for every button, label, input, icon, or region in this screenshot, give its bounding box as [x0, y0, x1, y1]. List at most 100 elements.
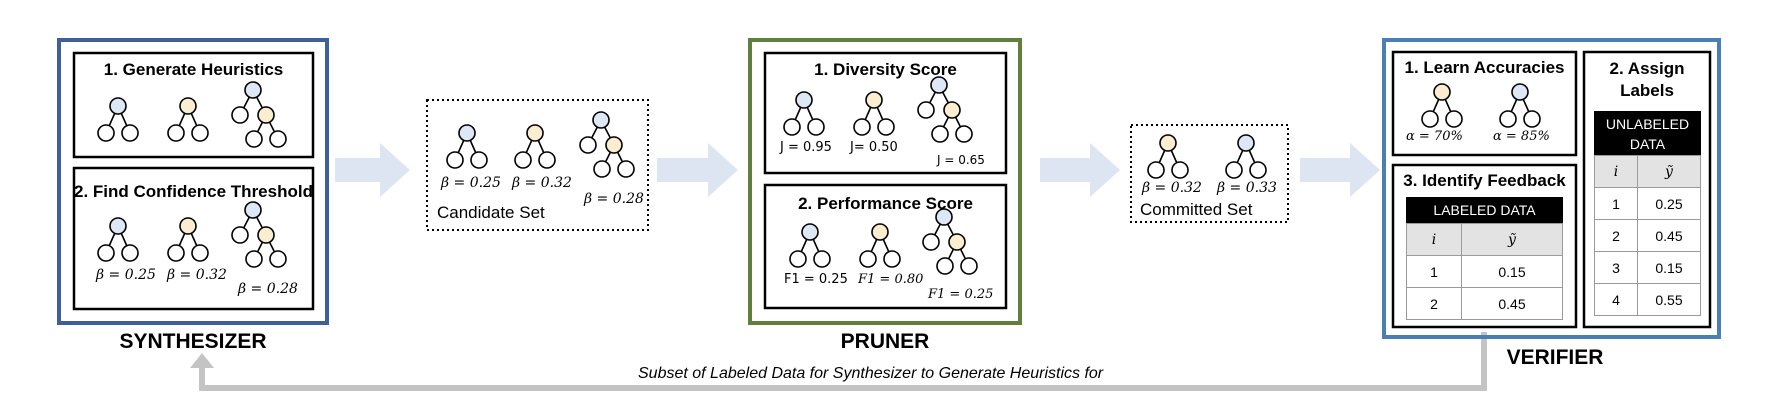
table-row: 1 0.15	[1406, 255, 1563, 288]
tree-node-icon	[1511, 83, 1529, 101]
tree-node-icon	[514, 151, 532, 169]
feedback-text: Subset of Labeled Data for Synthesizer t…	[638, 365, 1104, 382]
tree-node-icon	[179, 217, 197, 235]
verifier-box	[1382, 38, 1721, 339]
tree-node-icon	[1499, 110, 1517, 128]
tree-node-icon	[191, 244, 209, 262]
tree-node-icon	[592, 111, 610, 129]
pruner-step2-box	[763, 183, 1008, 310]
unlabeled-cell-y: 0.55	[1637, 283, 1701, 316]
large-tree-icon	[231, 81, 287, 148]
committed-beta-2: β = 0.33	[1217, 180, 1277, 196]
tree-node-icon	[871, 223, 889, 241]
labeled-data-table: LABELED DATA i ỹ 1 0.15 2 0.45	[1406, 197, 1563, 320]
verifier-alpha-2: α = 85%	[1493, 129, 1550, 144]
tree-node-icon	[244, 81, 262, 99]
table-row: 2 0.45	[1406, 287, 1563, 320]
tree-node-icon	[167, 124, 185, 142]
candidate-set-box	[426, 99, 649, 231]
tree-node-icon	[1147, 161, 1165, 179]
small-tree-icon	[1499, 83, 1541, 128]
small-tree-icon	[1225, 134, 1267, 179]
tree-node-icon	[1433, 83, 1451, 101]
feedback-arrow	[199, 332, 1487, 391]
tree-node-icon	[257, 226, 275, 244]
tree-node-icon	[930, 76, 948, 94]
tree-node-icon	[538, 151, 556, 169]
table-row: 4 0.55	[1594, 283, 1701, 316]
verifier-step2-title-line1: 2. Assign	[1609, 59, 1685, 78]
tree-node-icon	[1445, 110, 1463, 128]
tree-node-icon	[458, 124, 476, 142]
labeled-cell-y: 0.45	[1461, 287, 1563, 320]
tree-node-icon	[948, 233, 966, 251]
small-tree-icon	[514, 124, 556, 169]
synth-step1-box	[72, 51, 315, 159]
candidate-beta-3: β = 0.28	[584, 191, 644, 207]
tree-node-icon	[922, 233, 940, 251]
tree-node-icon	[943, 101, 961, 119]
verifier-alpha-1: α = 70%	[1406, 129, 1463, 144]
tree-node-icon	[935, 208, 953, 226]
committed-set-label: Committed Set	[1140, 200, 1253, 219]
tree-node-icon	[955, 125, 973, 143]
pruner-f1-2: F1 = 0.80	[858, 272, 924, 287]
candidate-beta-1: β = 0.25	[441, 175, 501, 191]
tree-node-icon	[167, 244, 185, 262]
unlabeled-header-line1: UNLABELED	[1605, 116, 1690, 132]
pruner-box	[748, 38, 1022, 325]
tree-node-icon	[936, 257, 954, 275]
unlabeled-data-header: UNLABELED DATA	[1594, 111, 1701, 155]
synth-step2-title: 2. Find Confidence Threshold	[74, 182, 313, 201]
unlabeled-cell-y: 0.15	[1637, 251, 1701, 284]
tree-node-icon	[795, 91, 813, 109]
tree-icons	[97, 76, 1541, 275]
synthesizer-box	[57, 38, 329, 325]
tree-node-icon	[859, 250, 877, 268]
labeled-cell-i: 1	[1406, 255, 1462, 288]
tree-node-icon	[605, 136, 623, 154]
tree-node-icon	[853, 118, 871, 136]
tree-node-icon	[109, 97, 127, 115]
large-tree-icon	[231, 201, 287, 268]
pruner-label: PRUNER	[840, 330, 930, 353]
labeled-col-i: i	[1406, 223, 1462, 256]
small-tree-icon	[97, 217, 139, 262]
tree-node-icon	[231, 226, 249, 244]
tree-node-icon	[789, 250, 807, 268]
small-tree-icon	[97, 97, 139, 142]
verifier-step3-title: 3. Identify Feedback	[1403, 171, 1566, 190]
unlabeled-cell-i: 3	[1594, 251, 1638, 284]
small-tree-icon	[167, 217, 209, 262]
tree-node-icon	[244, 201, 262, 219]
tree-node-icon	[257, 106, 275, 124]
tree-node-icon	[783, 118, 801, 136]
pruner-step2-title: 2. Performance Score	[798, 194, 973, 213]
tree-node-icon	[1523, 110, 1541, 128]
large-tree-icon	[579, 111, 635, 178]
tree-node-icon	[883, 250, 901, 268]
small-tree-icon	[446, 124, 488, 169]
tree-node-icon	[179, 97, 197, 115]
tree-node-icon	[1237, 134, 1255, 152]
tree-node-icon	[1421, 110, 1439, 128]
tree-node-icon	[470, 151, 488, 169]
large-tree-icon	[922, 208, 978, 275]
small-tree-icon	[789, 223, 831, 268]
flow-arrow-2	[657, 143, 738, 197]
pruner-j-2: J= 0.50	[850, 140, 898, 155]
tree-node-icon	[617, 160, 635, 178]
tree-node-icon	[121, 124, 139, 142]
verifier-step2-box	[1582, 50, 1712, 329]
tree-node-icon	[960, 257, 978, 275]
synth-step1-title: 1. Generate Heuristics	[103, 60, 284, 79]
tree-node-icon	[231, 106, 249, 124]
small-tree-icon	[783, 91, 825, 136]
tree-node-icon	[1159, 134, 1177, 152]
small-tree-icon	[1421, 83, 1463, 128]
pruner-f1-1: F1 = 0.25	[784, 272, 848, 287]
flow-arrow-1	[335, 143, 410, 197]
tree-node-icon	[446, 151, 464, 169]
unlabeled-cell-y: 0.25	[1637, 187, 1701, 220]
